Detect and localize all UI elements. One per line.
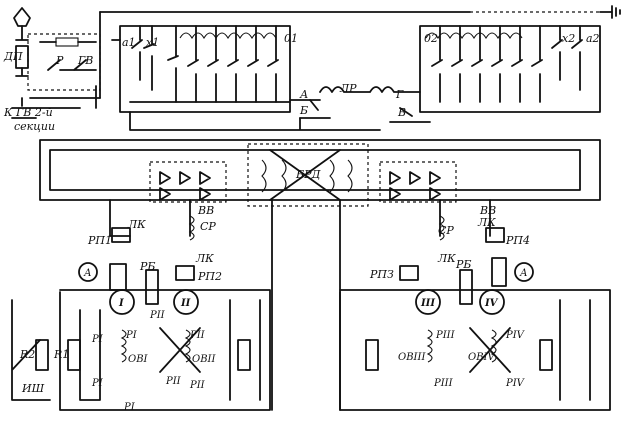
label-v-node: В [397, 106, 406, 119]
label-o1: 01 [284, 32, 298, 45]
label-r: Р [55, 54, 64, 67]
label-pI-3: PI [91, 378, 104, 389]
label-rp2: РП2 [197, 270, 222, 283]
label-r2: R2 [19, 348, 35, 361]
label-pII-1: PII [149, 310, 166, 321]
label-pII-2: PII [189, 330, 206, 341]
label-motor4: IV [484, 298, 499, 309]
label-ammeter-right: А [519, 268, 528, 279]
left-motor-circuit [11, 199, 271, 411]
label-ish: ИШ [21, 382, 45, 395]
label-x1: х1 [146, 36, 159, 49]
contactor-group-right [419, 25, 601, 113]
power-supply-section [11, 5, 621, 119]
ammeter-right [514, 262, 534, 282]
label-lr: ЛР [339, 82, 357, 95]
label-sr-left: СР [200, 220, 216, 233]
contactor-group-left [111, 25, 291, 113]
label-rp3: РПЗ [369, 268, 394, 281]
label-pI-1: PI [91, 334, 104, 345]
label-pII-4: PII [189, 380, 206, 391]
label-lk3: ЛК [437, 252, 456, 265]
label-ovII: ОВII [192, 354, 216, 365]
label-ovIII: ОВIII [398, 352, 426, 363]
label-ammeter-left: А [83, 268, 92, 279]
label-k-gv: К ГВ 2-й [3, 106, 53, 119]
label-lk1: ЛК [127, 218, 146, 231]
label-x2: х2 [562, 32, 575, 45]
ammeter-left [78, 262, 98, 282]
rectifier-left [149, 161, 227, 203]
label-vv-left: ВВ [197, 204, 214, 217]
label-sekcii: секции [14, 120, 55, 133]
label-vv-right: ВВ [479, 204, 496, 217]
label-o2: 02 [424, 32, 438, 45]
label-b-node: Б [299, 104, 308, 117]
label-gv: ГВ [77, 54, 93, 67]
label-rp1: РП1 [87, 234, 112, 247]
label-g-node: Г [395, 88, 404, 101]
label-rb-right: РБ [455, 258, 472, 271]
label-lk2: ЛК [195, 252, 214, 265]
label-motor2: II [180, 298, 191, 309]
line-reactor-area [129, 86, 431, 131]
label-pIII-1: PIII [435, 330, 456, 341]
pantograph-icon [13, 7, 31, 27]
labels: ДП Р ГВ К ГВ 2-й секции а1 х1 01 02 х2 а… [3, 32, 600, 413]
label-rb-left: РБ [139, 260, 156, 273]
label-a1: а1 [122, 36, 136, 49]
label-sr-right: СР [438, 224, 454, 237]
label-pI-4: PI [123, 402, 136, 413]
rectifier-right [379, 161, 457, 203]
right-motor-circuit [271, 199, 611, 411]
label-brd: БРД [295, 168, 321, 181]
label-a-node: А [299, 88, 308, 101]
label-rp4: РП4 [505, 234, 530, 247]
label-dp: ДП [3, 50, 23, 63]
label-pIV-1: PIV [505, 330, 526, 341]
label-lk4: ЛК [477, 216, 496, 229]
control-box [27, 33, 101, 91]
label-pII-3: PII [165, 376, 182, 387]
label-pIII-2: PIII [433, 378, 454, 389]
label-r1: R1 [53, 348, 69, 361]
label-ovIV: ОВIV [468, 352, 496, 363]
label-pI-2: PI [125, 330, 138, 341]
label-a2: а2 [586, 32, 600, 45]
label-pIV-2: PIV [505, 378, 526, 389]
brd-block [247, 143, 369, 207]
middle-bus [39, 139, 601, 201]
label-motor1: I [118, 298, 124, 309]
label-motor3: III [420, 298, 435, 309]
label-ovI: ОВI [128, 354, 149, 365]
